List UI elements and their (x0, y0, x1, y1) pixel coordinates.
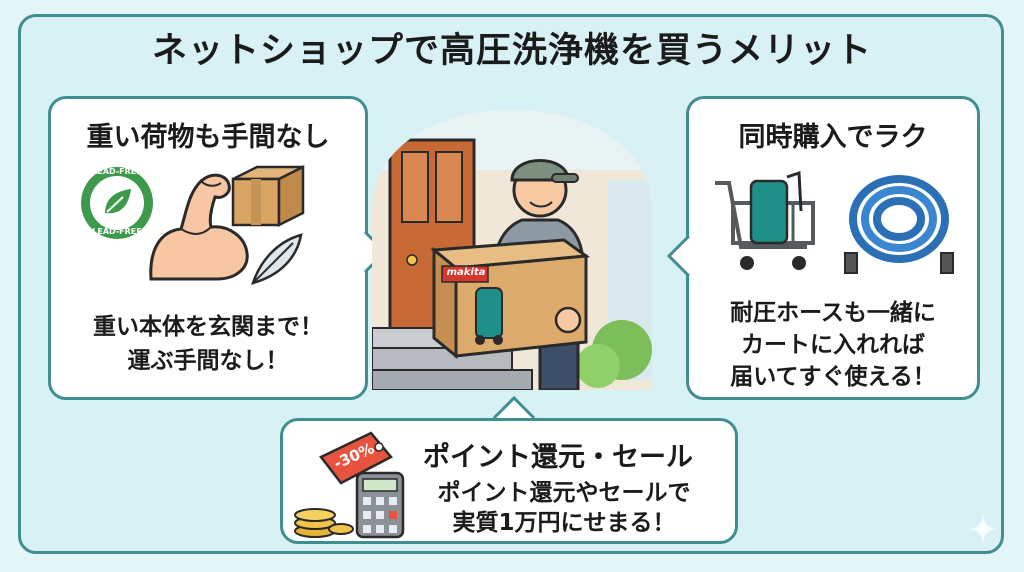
shopping-cart-washer-icon (715, 170, 815, 270)
page-title: ネットショップで高圧洗浄機を買うメリット (151, 31, 872, 71)
right-card-body-line1: 耐圧ホースも一緒に (730, 300, 936, 326)
feather-icon (251, 233, 303, 285)
right-card-body-line2: カートに入れれば (741, 332, 925, 358)
right-card-bundle-purchase: 同時購入でラク 耐圧ホースも一緒に カートに入れれば 届いてすぐ使える！ (686, 96, 980, 400)
bottom-card-points-sale: -30% ポイント還元・セール ポイント還元やセールで 実質1万円にせまる！ (280, 418, 738, 544)
right-card-pointer (666, 234, 691, 278)
box-brand-label: makita (446, 267, 486, 278)
bottom-card-body-line1: ポイント還元やセールで (437, 480, 691, 506)
pressure-hose-icon (844, 175, 954, 274)
right-card-title: 同時購入でラク (738, 122, 928, 153)
bottom-card-pointer (492, 395, 536, 420)
left-card-title: 重い荷物も手間なし (86, 122, 330, 153)
badge-top-text: LEAD-FREE (92, 167, 142, 176)
left-card-heavy-items: 重い荷物も手間なし LEAD-FREE LEAD-FREE 重い本体を玄関まで！… (48, 96, 368, 400)
coins-icon (294, 508, 354, 538)
left-card-body-line1: 重い本体を玄関まで！ (93, 314, 323, 340)
bottom-card-body-line2: 実質1万円にせまる！ (452, 510, 676, 536)
sparkle-icon (968, 514, 998, 544)
flexed-arm-icon (149, 173, 249, 281)
sale-tag-icon (319, 431, 393, 485)
left-card-body-line2: 運ぶ手間なし！ (127, 348, 289, 374)
lead-free-badge-icon (81, 167, 153, 239)
cardboard-box-icon (231, 164, 305, 228)
calculator-icon (355, 471, 405, 539)
bottom-card-title: ポイント還元・セール (423, 442, 693, 473)
right-card-body-line3: 届いてすぐ使える！ (730, 364, 936, 390)
delivery-illustration (372, 110, 652, 390)
badge-bottom-text: LEAD-FREE (92, 227, 142, 236)
